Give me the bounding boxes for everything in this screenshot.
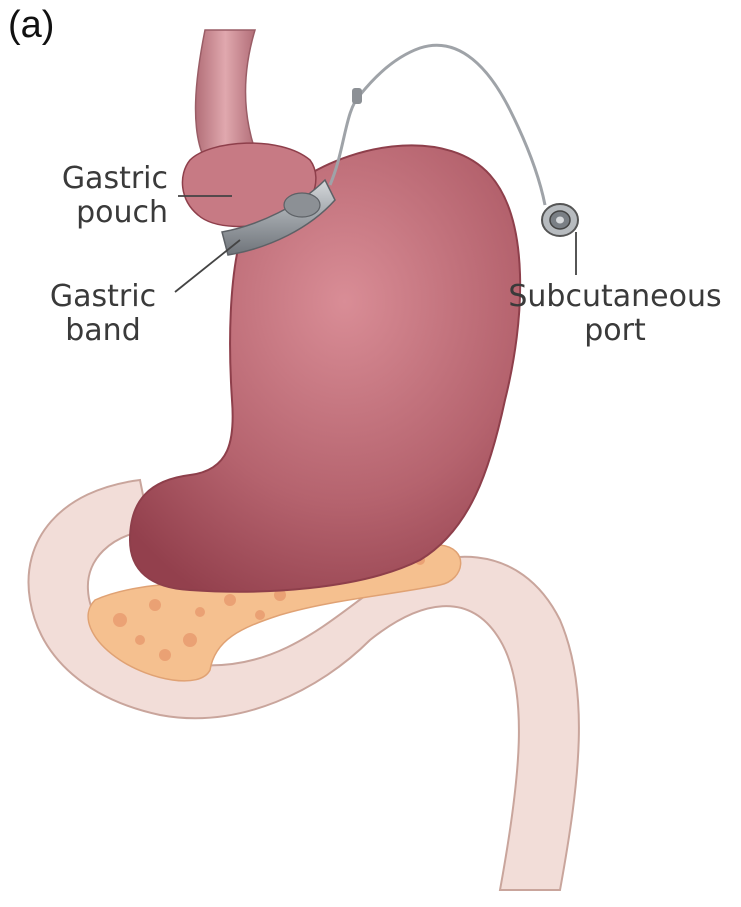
subcutaneous-port — [542, 204, 578, 236]
esophagus — [196, 30, 255, 160]
subcutaneous-port-label-line1: Subcutaneous — [500, 280, 730, 314]
gastric-pouch-label-line2: pouch — [38, 196, 168, 230]
subcutaneous-port-label: Subcutaneous port — [500, 280, 730, 348]
gastric-band-label-line2: band — [38, 314, 168, 348]
gastric-pouch-label-line1: Gastric — [38, 162, 168, 196]
leader-line-band — [175, 240, 240, 292]
gastric-band-label: Gastric band — [38, 280, 168, 348]
tubing-connector — [352, 88, 362, 104]
panel-label: (a) — [8, 4, 54, 47]
gastric-pouch-label: Gastric pouch — [38, 162, 168, 230]
subcutaneous-port-label-line2: port — [500, 314, 730, 348]
stomach — [130, 145, 520, 591]
gastric-band-label-line1: Gastric — [38, 280, 168, 314]
band-buckle — [284, 193, 320, 217]
